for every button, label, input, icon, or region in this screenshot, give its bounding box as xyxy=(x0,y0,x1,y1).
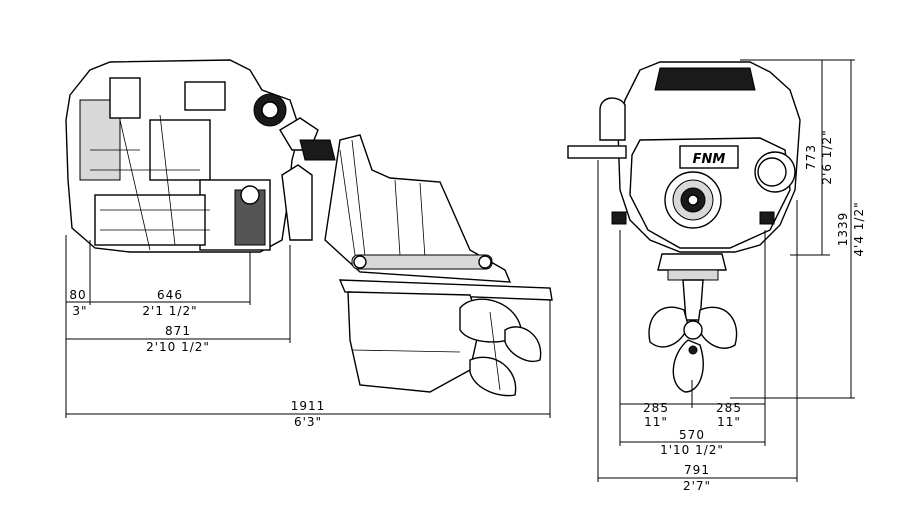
dim-80-value: 80 xyxy=(69,288,86,302)
dim-1339-imperial: 4'4 1/2" xyxy=(852,201,866,256)
brand-plate xyxy=(679,145,739,169)
dim-570-value: 570 xyxy=(679,428,705,442)
dim-1911-value: 1911 xyxy=(291,399,326,413)
dim-791-imperial: 2'7" xyxy=(683,479,711,493)
dim-871-imperial: 2'10 1/2" xyxy=(146,340,210,354)
dim-80-imperial: 3" xyxy=(72,304,87,318)
dim-773-value: 773 xyxy=(804,144,818,170)
dim-285-right-value: 285 xyxy=(716,401,742,415)
brand-logo-text: FNM xyxy=(693,152,726,167)
dim-285-left-imperial: 11" xyxy=(644,415,668,429)
dim-871-value: 871 xyxy=(165,324,191,338)
dim-1339-value: 1339 xyxy=(836,212,850,247)
dim-285-left-value: 285 xyxy=(643,401,669,415)
dim-791-value: 791 xyxy=(684,463,710,477)
dim-570-imperial: 1'10 1/2" xyxy=(660,443,724,457)
side-dimension-lines xyxy=(65,235,551,418)
side-view-sterndrive xyxy=(324,134,553,397)
front-dimension-lines xyxy=(597,59,855,482)
dim-646-value: 646 xyxy=(157,288,183,302)
dim-1911-imperial: 6'3" xyxy=(294,415,322,429)
dim-646-imperial: 2'1 1/2" xyxy=(142,304,197,318)
dim-285-right-imperial: 11" xyxy=(717,415,741,429)
front-view-engine: FNM xyxy=(567,61,801,281)
side-view-engine xyxy=(65,59,336,253)
dim-773-imperial: 2'6 1/2" xyxy=(820,129,834,184)
front-view-propeller xyxy=(648,279,738,393)
